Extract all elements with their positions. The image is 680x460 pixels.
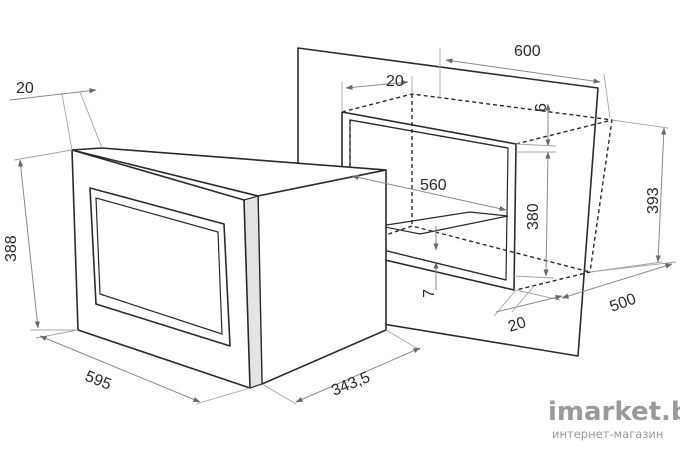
dim-text-niche-depth: 500	[608, 291, 639, 316]
dim-text-niche-top-offset: 20	[386, 73, 404, 90]
dim-text-niche-outer-height: 393	[645, 187, 662, 214]
dim-niche-width: 600	[439, 43, 611, 119]
dim-text-oven-frame-depth: 20	[16, 80, 34, 97]
dim-niche-front-offset: 20	[493, 285, 563, 336]
dim-niche-top-gap: 6	[515, 103, 557, 147]
dim-niche-inner-width: 560	[351, 174, 507, 212]
dim-niche-inner-height: 380	[513, 151, 556, 279]
dim-text-oven-depth: 343,5	[329, 369, 373, 400]
dim-text-niche-inner-width: 560	[420, 177, 447, 194]
oven-body	[71, 147, 387, 389]
watermark: imarket.by интернет-магазин	[548, 397, 680, 441]
dim-text-niche-front-offset: 20	[506, 314, 528, 336]
dim-text-niche-bottom-gap: 7	[421, 289, 438, 298]
watermark-tagline: интернет-магазин	[552, 427, 663, 441]
dim-text-oven-width: 595	[83, 368, 114, 394]
dim-text-oven-height: 388	[3, 235, 20, 262]
dim-text-niche-top-gap: 6	[533, 103, 550, 112]
dim-oven-frame-depth: 20	[9, 80, 103, 151]
dim-oven-height: 388	[3, 149, 78, 331]
dim-niche-bottom-gap: 7	[421, 226, 439, 298]
dim-text-niche-inner-height: 380	[525, 203, 542, 230]
watermark-brand: imarket.by	[548, 397, 680, 427]
dim-niche-top-offset: 20	[341, 73, 413, 112]
dim-text-niche-width: 600	[514, 43, 541, 60]
